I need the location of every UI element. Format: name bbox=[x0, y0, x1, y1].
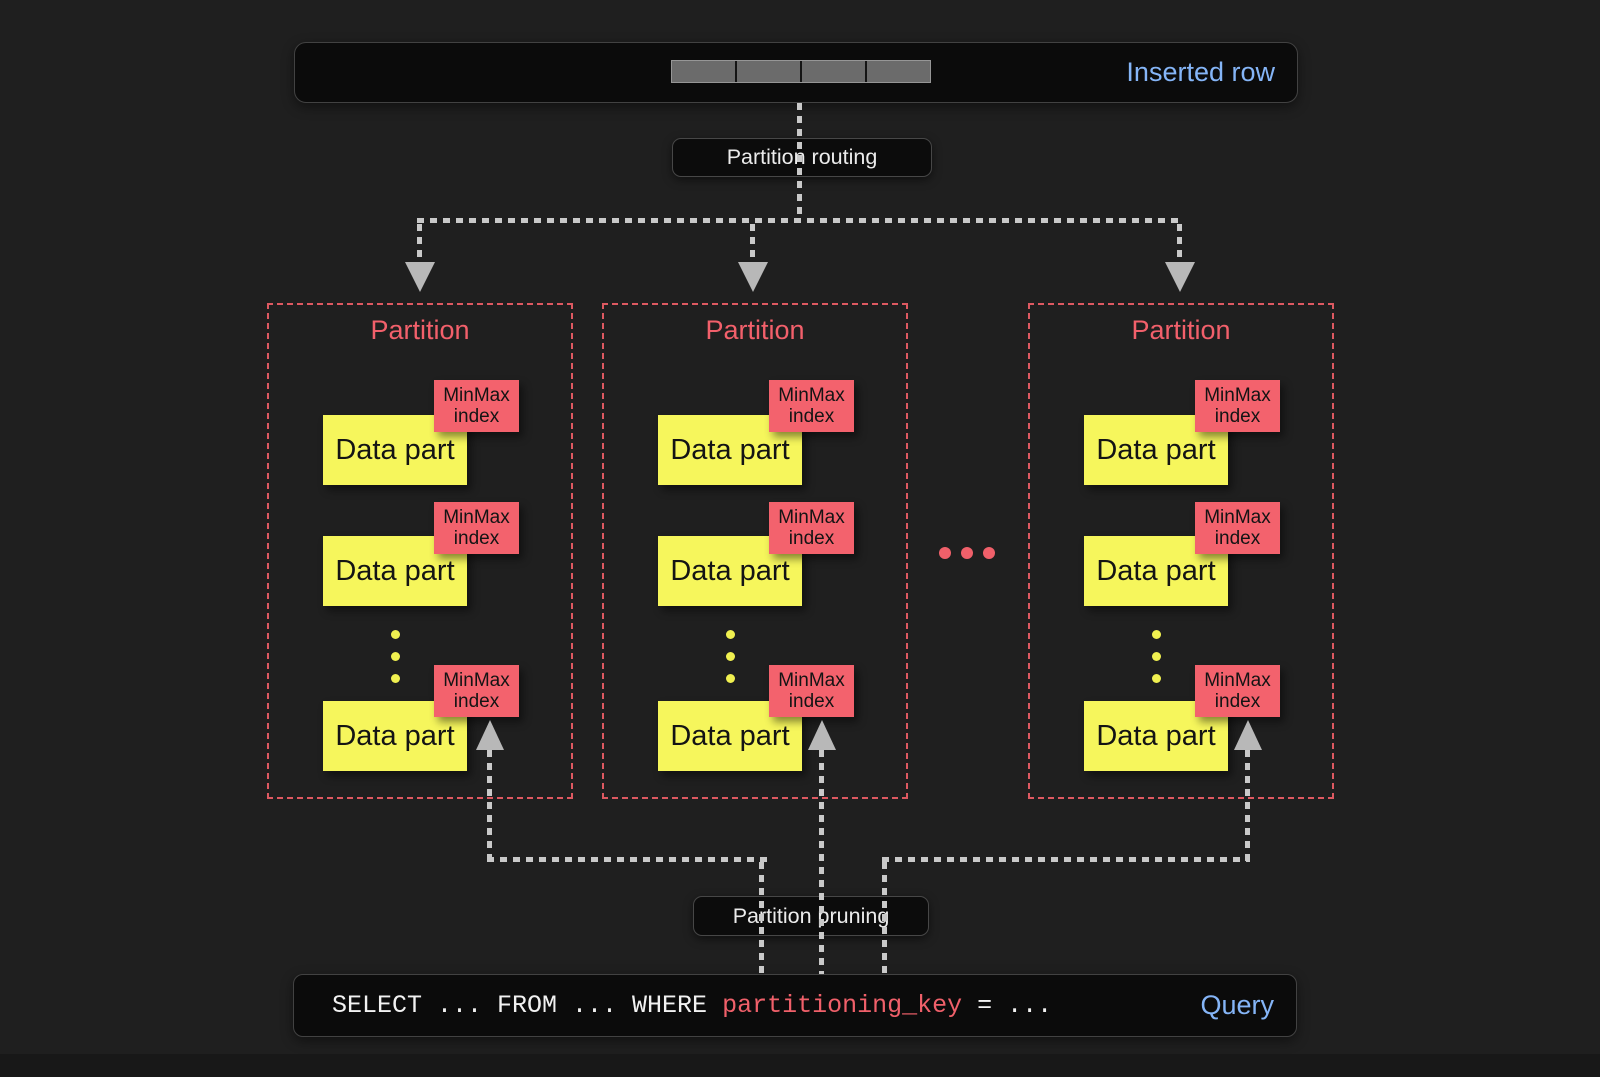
data-part-box: Data part bbox=[323, 536, 467, 606]
pruning-line-middle bbox=[819, 750, 824, 974]
branch-stub-right bbox=[1177, 224, 1182, 262]
inserted-row-label: Inserted row bbox=[1126, 57, 1275, 87]
query-label: Query bbox=[1200, 990, 1274, 1020]
branch-line bbox=[417, 218, 1183, 223]
arrow-up-icon bbox=[808, 720, 836, 750]
data-part-box: Data part bbox=[323, 701, 467, 771]
minmax-index-tag: MinMax index bbox=[769, 502, 854, 554]
more-parts-dot bbox=[726, 674, 735, 683]
partition-routing-label: Partition routing bbox=[672, 138, 932, 177]
partition-title: Partition bbox=[370, 315, 470, 345]
row-segment bbox=[802, 61, 865, 82]
bottom-edge-band bbox=[0, 1054, 1600, 1077]
minmax-index-tag: MinMax index bbox=[434, 380, 519, 432]
query-text: SELECT ... FROM ... WHERE partitioning_k… bbox=[332, 991, 1053, 1020]
branch-stub-middle bbox=[750, 224, 755, 262]
arrow-up-icon bbox=[476, 720, 504, 750]
partition-box-2: Partition Data part MinMax index Data pa… bbox=[602, 303, 908, 799]
data-part-label: Data part bbox=[670, 554, 790, 587]
arrow-down-icon bbox=[405, 262, 435, 292]
data-part-label: Data part bbox=[670, 719, 790, 752]
pruning-line-left bbox=[487, 750, 492, 862]
more-parts-dot bbox=[726, 630, 735, 639]
data-part-label: Data part bbox=[670, 433, 790, 466]
partition-pruning-text: Partition pruning bbox=[732, 903, 890, 928]
arrow-up-icon bbox=[1234, 720, 1262, 750]
more-partitions-dot bbox=[983, 547, 995, 559]
minmax-index-tag: MinMax index bbox=[1195, 665, 1280, 717]
data-part-label: Data part bbox=[1096, 433, 1216, 466]
minmax-index-tag: MinMax index bbox=[434, 665, 519, 717]
inserted-row-segments bbox=[671, 60, 931, 83]
partition-box-3: Partition Data part MinMax index Data pa… bbox=[1028, 303, 1334, 799]
more-parts-dot bbox=[391, 630, 400, 639]
routing-flow-line bbox=[797, 103, 802, 220]
arrow-down-icon bbox=[738, 262, 768, 292]
data-part-label: Data part bbox=[1096, 554, 1216, 587]
partition-routing-text: Partition routing bbox=[726, 145, 878, 169]
partition-title: Partition bbox=[705, 315, 805, 345]
pruning-connector-left bbox=[487, 857, 767, 862]
more-parts-dot bbox=[391, 652, 400, 661]
more-parts-dot bbox=[1152, 652, 1161, 661]
pruning-connector-right bbox=[882, 857, 1250, 862]
minmax-index-tag: MinMax index bbox=[1195, 380, 1280, 432]
partition-title: Partition bbox=[1131, 315, 1231, 345]
pruning-line-right bbox=[1245, 750, 1250, 862]
more-partitions-dot bbox=[939, 547, 951, 559]
data-part-label: Data part bbox=[1096, 719, 1216, 752]
minmax-index-tag: MinMax index bbox=[769, 380, 854, 432]
pruning-drop-left bbox=[759, 862, 764, 974]
data-part-label: Data part bbox=[335, 433, 455, 466]
more-partitions-dot bbox=[961, 547, 973, 559]
more-parts-dot bbox=[1152, 674, 1161, 683]
more-parts-dot bbox=[1152, 630, 1161, 639]
data-part-label: Data part bbox=[335, 554, 455, 587]
inserted-row-bar: Inserted row bbox=[294, 42, 1298, 103]
minmax-index-tag: MinMax index bbox=[434, 502, 519, 554]
partition-pruning-label: Partition pruning bbox=[693, 896, 929, 936]
partition-box-1: Partition Data part MinMax index Data pa… bbox=[267, 303, 573, 799]
more-parts-dot bbox=[726, 652, 735, 661]
data-part-label: Data part bbox=[335, 719, 455, 752]
data-part-box: Data part bbox=[1084, 536, 1228, 606]
partitioning-key-token: partitioning_key bbox=[722, 991, 963, 1020]
row-segment bbox=[737, 61, 800, 82]
row-segment bbox=[672, 61, 735, 82]
minmax-index-tag: MinMax index bbox=[769, 665, 854, 717]
data-part-box: Data part bbox=[1084, 701, 1228, 771]
branch-stub-left bbox=[417, 224, 422, 262]
arrow-down-icon bbox=[1165, 262, 1195, 292]
query-bar: SELECT ... FROM ... WHERE partitioning_k… bbox=[293, 974, 1297, 1037]
minmax-index-tag: MinMax index bbox=[1195, 502, 1280, 554]
row-segment bbox=[867, 61, 930, 82]
more-parts-dot bbox=[391, 674, 400, 683]
pruning-drop-right bbox=[882, 862, 887, 974]
